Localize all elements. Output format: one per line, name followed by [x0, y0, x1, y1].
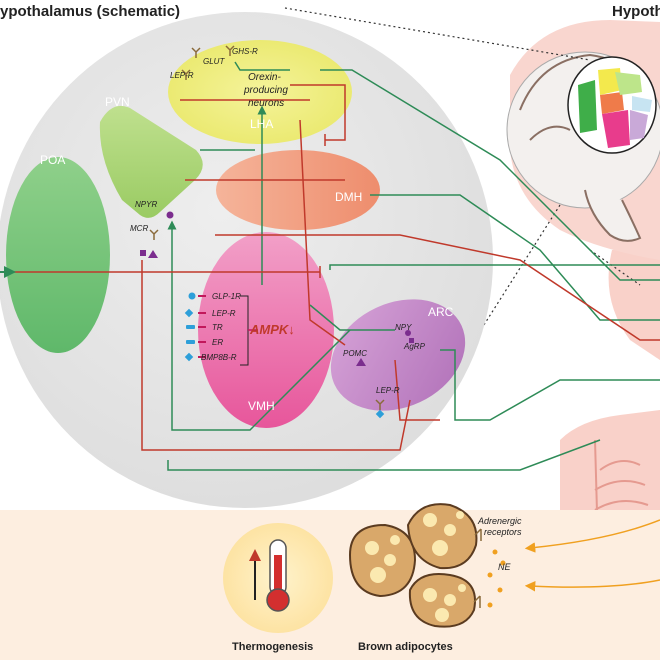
dmh-red-to-body [215, 234, 660, 341]
region-label-arc: ARC [428, 305, 454, 319]
leptin-ligand-icon [184, 308, 194, 318]
label-glut: GLUT [203, 57, 225, 66]
region-poa [6, 157, 110, 353]
region-arc [330, 299, 466, 411]
diagram-title: ypothalamus (schematic) [0, 3, 180, 20]
region-lha [168, 40, 352, 144]
ne-arrow-bottom [524, 579, 660, 592]
npy-branch-pathway [309, 304, 395, 331]
brown-adipocytes [348, 503, 482, 628]
region-label-lha: LHA [250, 117, 273, 131]
glp1-ligand-icon [188, 292, 196, 300]
vmh-to-body-pathway [329, 264, 660, 270]
label-brown-adipocytes: Brown adipocytes [358, 641, 453, 653]
thyroid-ligand-icon [186, 325, 195, 329]
label-bmp8br: BMP8B-R [201, 353, 237, 362]
label-arc-lepr: LEP-R [376, 386, 400, 395]
pomc-to-pvn-pathway [167, 220, 351, 431]
red-pathways [0, 84, 660, 451]
lha-receptors [181, 45, 235, 80]
leader-line-inset [589, 249, 641, 286]
agrp-ligand-icon [140, 250, 146, 256]
ne-dots [487, 549, 506, 608]
green-pathways [167, 61, 660, 471]
label-glp1r: GLP-1R [212, 292, 241, 301]
dmh-to-body-pathway [370, 194, 660, 321]
label-ampk: AMPK↓ [249, 322, 295, 337]
label-vmh-lepr: LEP-R [212, 309, 236, 318]
msh-ligand-icon [148, 250, 158, 258]
vmh-receptors [184, 292, 258, 366]
estrogen-ligand-icon [186, 340, 195, 344]
mcr-receptor-icon [149, 229, 159, 240]
lha-dmh-red [290, 84, 346, 141]
orexin-input-link [234, 61, 290, 71]
orexin-pomc-red [299, 119, 346, 346]
region-dmh [216, 150, 380, 230]
label-orexin-line2: producing [243, 85, 288, 96]
label-thermogenesis: Thermogenesis [232, 641, 313, 653]
label-ghsr: GHS-R [232, 47, 258, 56]
label-agrp: AgRP [403, 342, 426, 351]
pomc-neuron-icon [356, 358, 366, 366]
label-pomc: POMC [343, 349, 367, 358]
agrp-red-pathway [394, 359, 440, 421]
lower-green-pathway [167, 439, 601, 471]
label-orexin-line3: neurons [248, 98, 284, 109]
label-orexin-line1: Orexin- [248, 72, 281, 83]
label-ne: NE [498, 562, 511, 572]
leader-line-top [284, 7, 591, 61]
thermogenesis-icon [223, 523, 333, 633]
label-npyr: NPYR [135, 200, 157, 209]
label-adrenergic-line1: Adrenergic [477, 516, 522, 526]
bmp8b-ligand-icon [184, 352, 194, 362]
orange-pathways [524, 519, 660, 592]
region-label-dmh: DMH [335, 190, 362, 204]
region-label-pvn: PVN [105, 95, 130, 109]
ne-arrow-top [524, 519, 660, 553]
leader-line-bottom [429, 204, 561, 411]
brain-inset [506, 20, 660, 260]
agrp-neuron-icon [409, 338, 414, 343]
label-er: ER [212, 338, 223, 347]
arc-to-body-pathway [440, 349, 660, 421]
orexin-to-body-pathway [320, 69, 660, 281]
label-adrenergic-line2: receptors [484, 527, 522, 537]
glut-receptor-icon [191, 47, 201, 58]
arc-leptin-ligand-icon [375, 409, 385, 419]
label-lha-lepr: LEP-R [170, 71, 194, 80]
region-label-vmh: VMH [248, 399, 275, 413]
inset-title: Hypoth [612, 3, 660, 20]
region-pvn [99, 105, 203, 218]
lepr-receptor-icon [181, 69, 191, 80]
region-label-poa: POA [40, 153, 65, 167]
label-npy: NPY [395, 323, 412, 332]
arc-lepr-receptor-icon [375, 399, 385, 410]
pvn-glyphs [140, 211, 174, 258]
label-tr: TR [212, 323, 223, 332]
npy-ligand-icon [166, 211, 174, 219]
arc-glyphs [356, 330, 414, 419]
npy-neuron-icon [405, 330, 411, 336]
label-mcr: MCR [130, 224, 148, 233]
ghsr-receptor-icon [225, 45, 235, 56]
lower-red-pathway [141, 399, 411, 451]
